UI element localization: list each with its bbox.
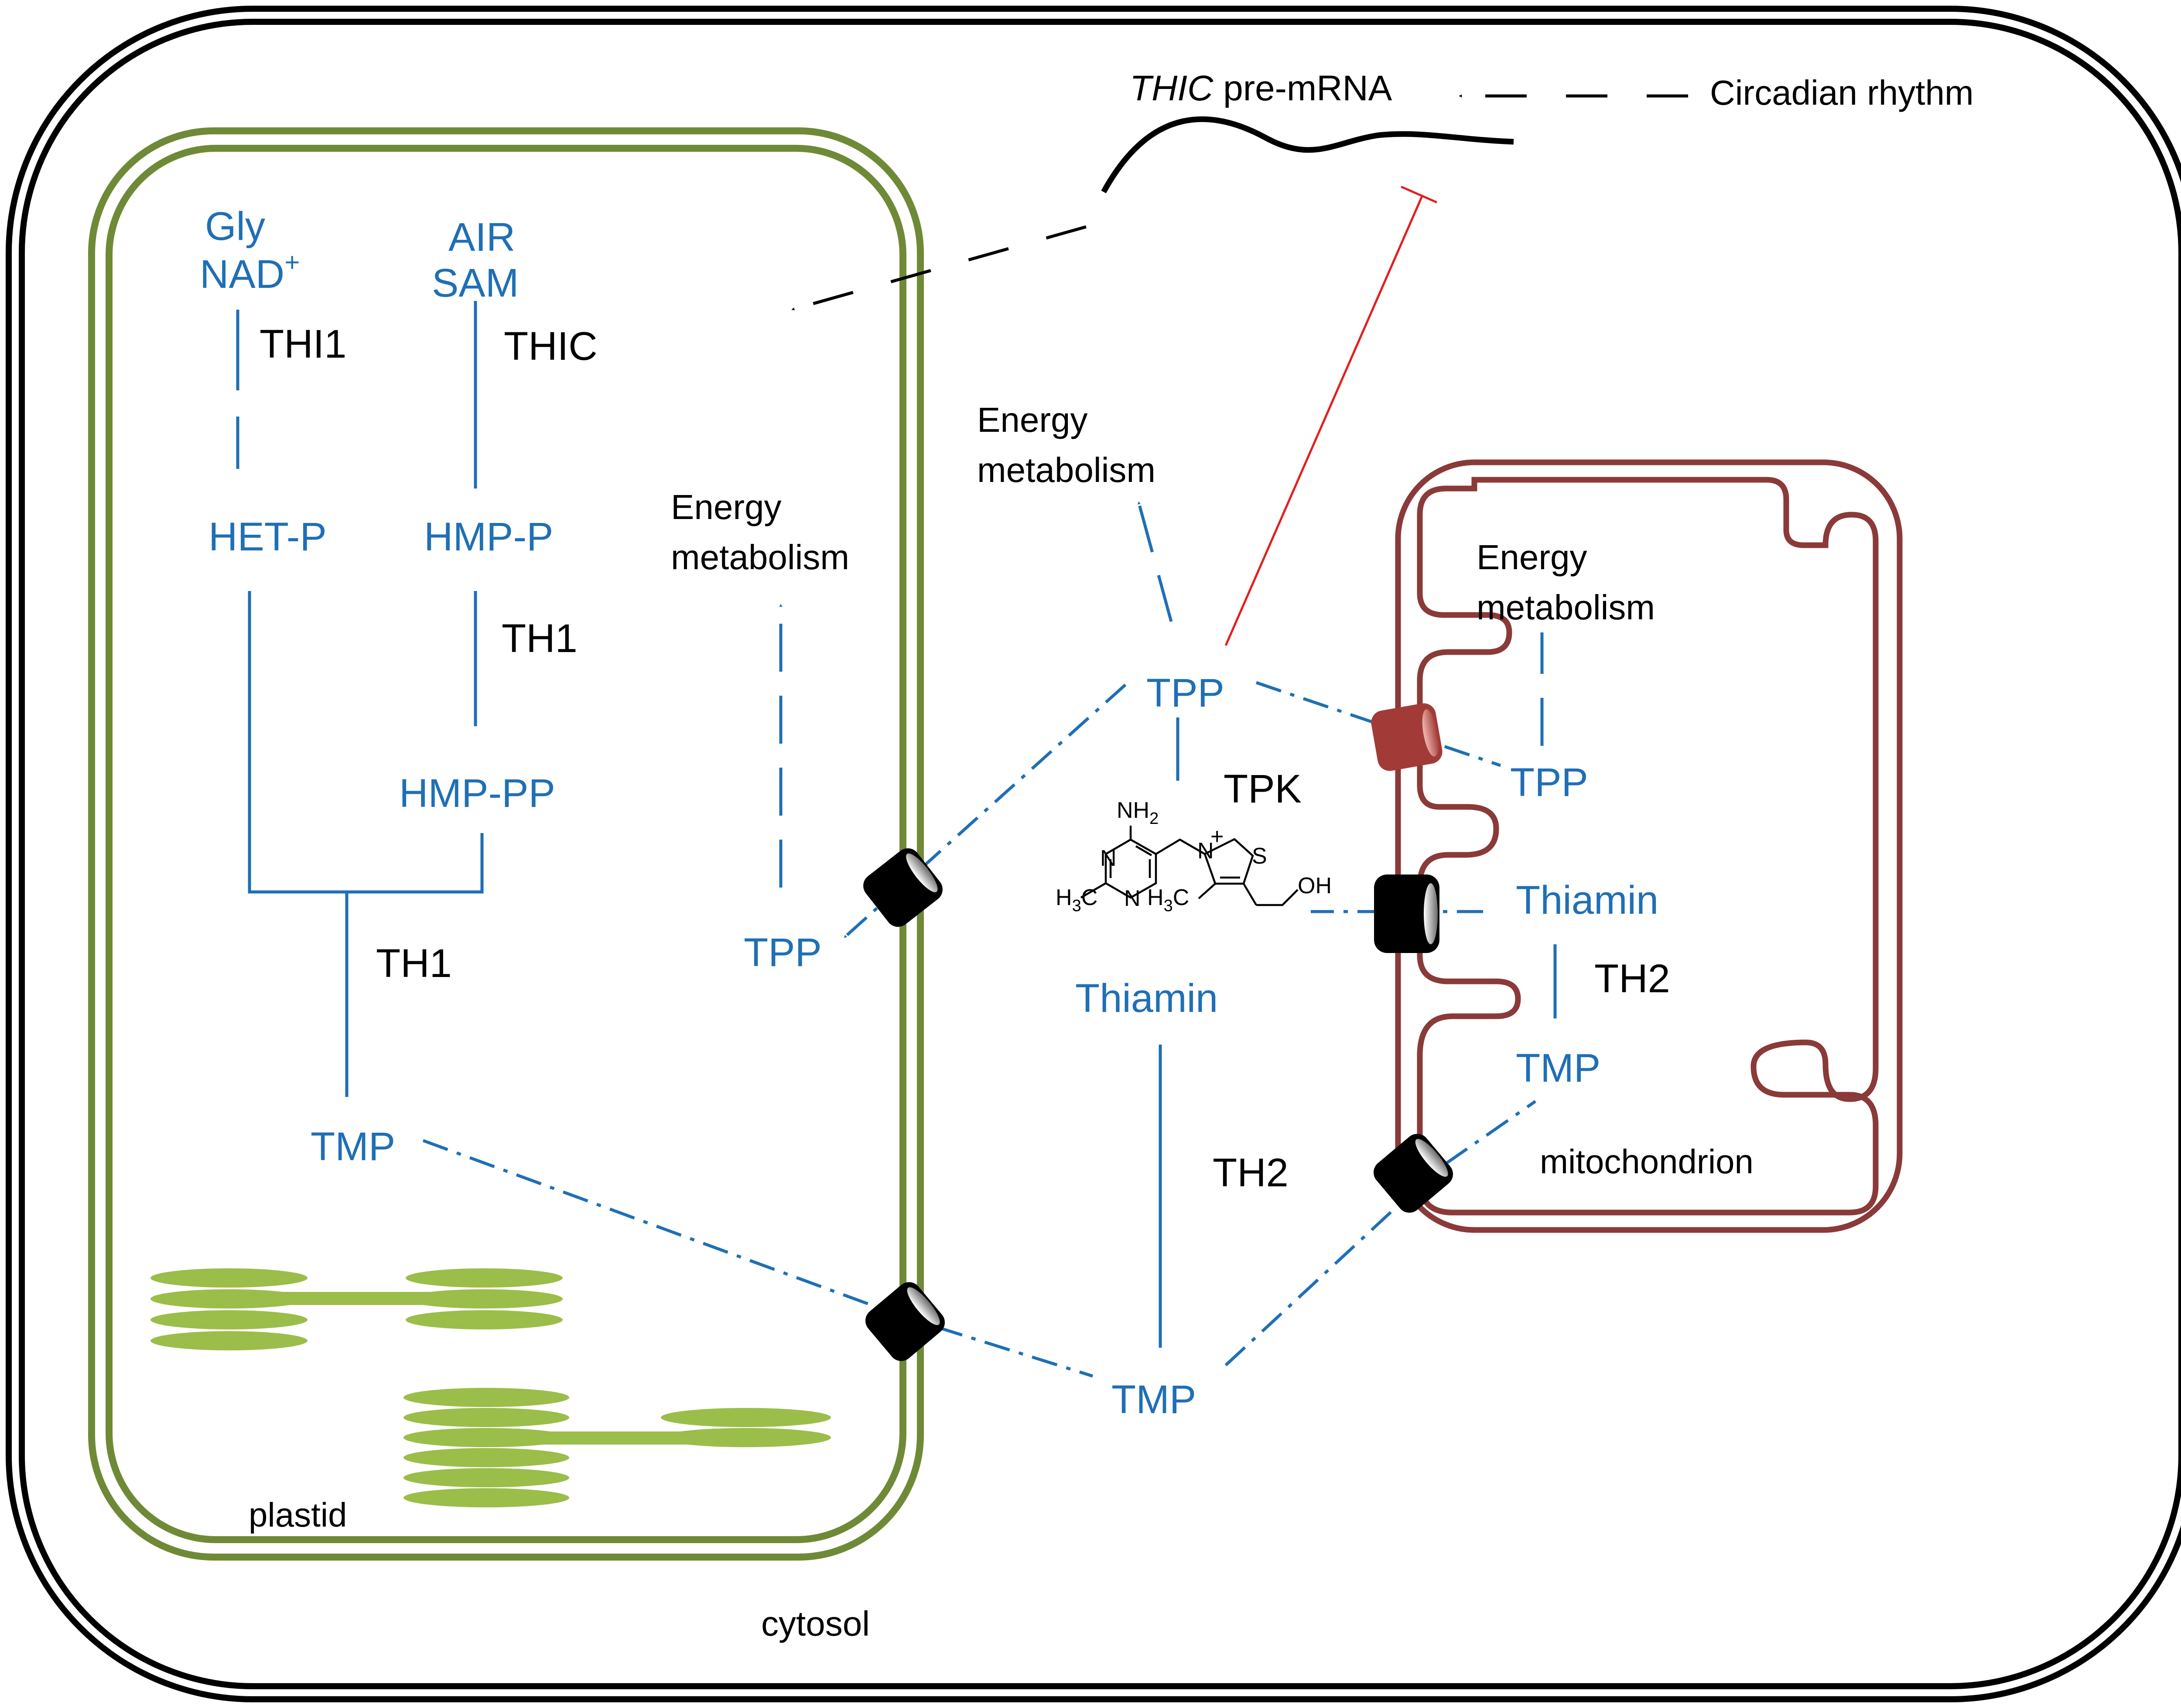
- atom-nh2: NH2: [1117, 798, 1159, 828]
- th1-label-b: TH1: [376, 941, 452, 986]
- atom-h3c-b: H3C: [1147, 885, 1189, 915]
- plastid-energy-label-2: metabolism: [671, 538, 849, 577]
- cytosol-energy-label-1: Energy: [977, 400, 1087, 439]
- mitochondrion-membrane: [1395, 459, 1903, 1233]
- thic-label: THIC: [504, 324, 598, 369]
- mito-thiamin-label: Thiamin: [1516, 878, 1658, 922]
- cytosol-compartment-label: cytosol: [761, 1604, 870, 1643]
- atom-oh: OH: [1298, 873, 1332, 898]
- mito-energy-label-1: Energy: [1477, 538, 1587, 577]
- thylakoid-stack-lower: [403, 1388, 831, 1507]
- thiamin-structure: [1080, 826, 1299, 906]
- cytosol-tpp-label: TPP: [1146, 671, 1224, 715]
- cyt-tmp-to-mito-arrow: [1224, 1100, 1536, 1366]
- atom-n-plus: N: [1197, 838, 1214, 864]
- thic-pre-mrna-label: THIC pre-mRNA: [1130, 68, 1392, 108]
- hmp-pp-label: HMP-PP: [399, 771, 555, 816]
- nad-label: NAD+: [200, 248, 300, 297]
- plastid-membrane: [88, 127, 924, 1561]
- mito-th2-label: TH2: [1594, 956, 1670, 1001]
- het-p-label: HET-P: [209, 515, 327, 559]
- plastid-tmp-label: TMP: [311, 1124, 395, 1169]
- mito-energy-label-2: metabolism: [1477, 588, 1655, 627]
- tpp-to-mito-arrow: [1255, 681, 1501, 767]
- plastid-energy-label-1: Energy: [671, 488, 781, 526]
- tpk-label: TPK: [1224, 767, 1302, 811]
- transporter-plastid-tmp: [865, 1282, 945, 1361]
- thylakoid-stack-upper: [150, 1268, 563, 1350]
- mitochondrion-compartment-label: mitochondrion: [1540, 1142, 1754, 1181]
- cyt-tpp-energy-arrow: [1137, 501, 1173, 622]
- hmp-p-label: HMP-P: [424, 515, 553, 559]
- thi1-label: THI1: [260, 322, 346, 366]
- gly-label: Gly: [205, 204, 265, 249]
- hetp-branch-line: [248, 591, 484, 894]
- atom-n-top: N: [1100, 846, 1117, 871]
- tpp-inhibition: [1224, 185, 1438, 646]
- transporter-plastid-tpp: [863, 848, 943, 927]
- circadian-rhythm-label: Circadian rhythm: [1710, 73, 1974, 112]
- cell-wall: [6, 6, 2181, 1702]
- atom-s: S: [1252, 844, 1267, 869]
- th1-label-a: TH1: [502, 616, 578, 661]
- plastid-compartment-label: plastid: [249, 1496, 347, 1534]
- mito-tpp-label: TPP: [1510, 760, 1588, 805]
- cytosol-energy-label-2: metabolism: [977, 451, 1155, 489]
- sam-label: SAM: [432, 261, 519, 305]
- atom-n-bottom: N: [1124, 886, 1141, 911]
- pre-mrna-strand: [1101, 116, 1514, 194]
- transporter-mito-tmp: [1373, 1134, 1453, 1213]
- thiamin-structure-atoms: NH2 N N H3C N + S H3C OH: [1056, 798, 1332, 915]
- air-label: AIR: [448, 215, 515, 260]
- plastid-tmp-export-arrow: [422, 1139, 1094, 1378]
- cytosol-th2-label: TH2: [1213, 1151, 1289, 1195]
- transporter-mito-tpp: [1371, 703, 1443, 771]
- atom-h3c-a: H3C: [1056, 885, 1097, 915]
- cytosol-tmp-label: TMP: [1111, 1377, 1196, 1422]
- plastid-tpp-label: TPP: [744, 930, 822, 975]
- atom-plus: +: [1210, 824, 1224, 849]
- cytosol-thiamin-label: Thiamin: [1075, 976, 1218, 1021]
- mito-tmp-label: TMP: [1516, 1046, 1600, 1090]
- transporter-mito-thiamin: [1374, 874, 1439, 953]
- premrna-to-plastid-arrow: [791, 225, 1087, 311]
